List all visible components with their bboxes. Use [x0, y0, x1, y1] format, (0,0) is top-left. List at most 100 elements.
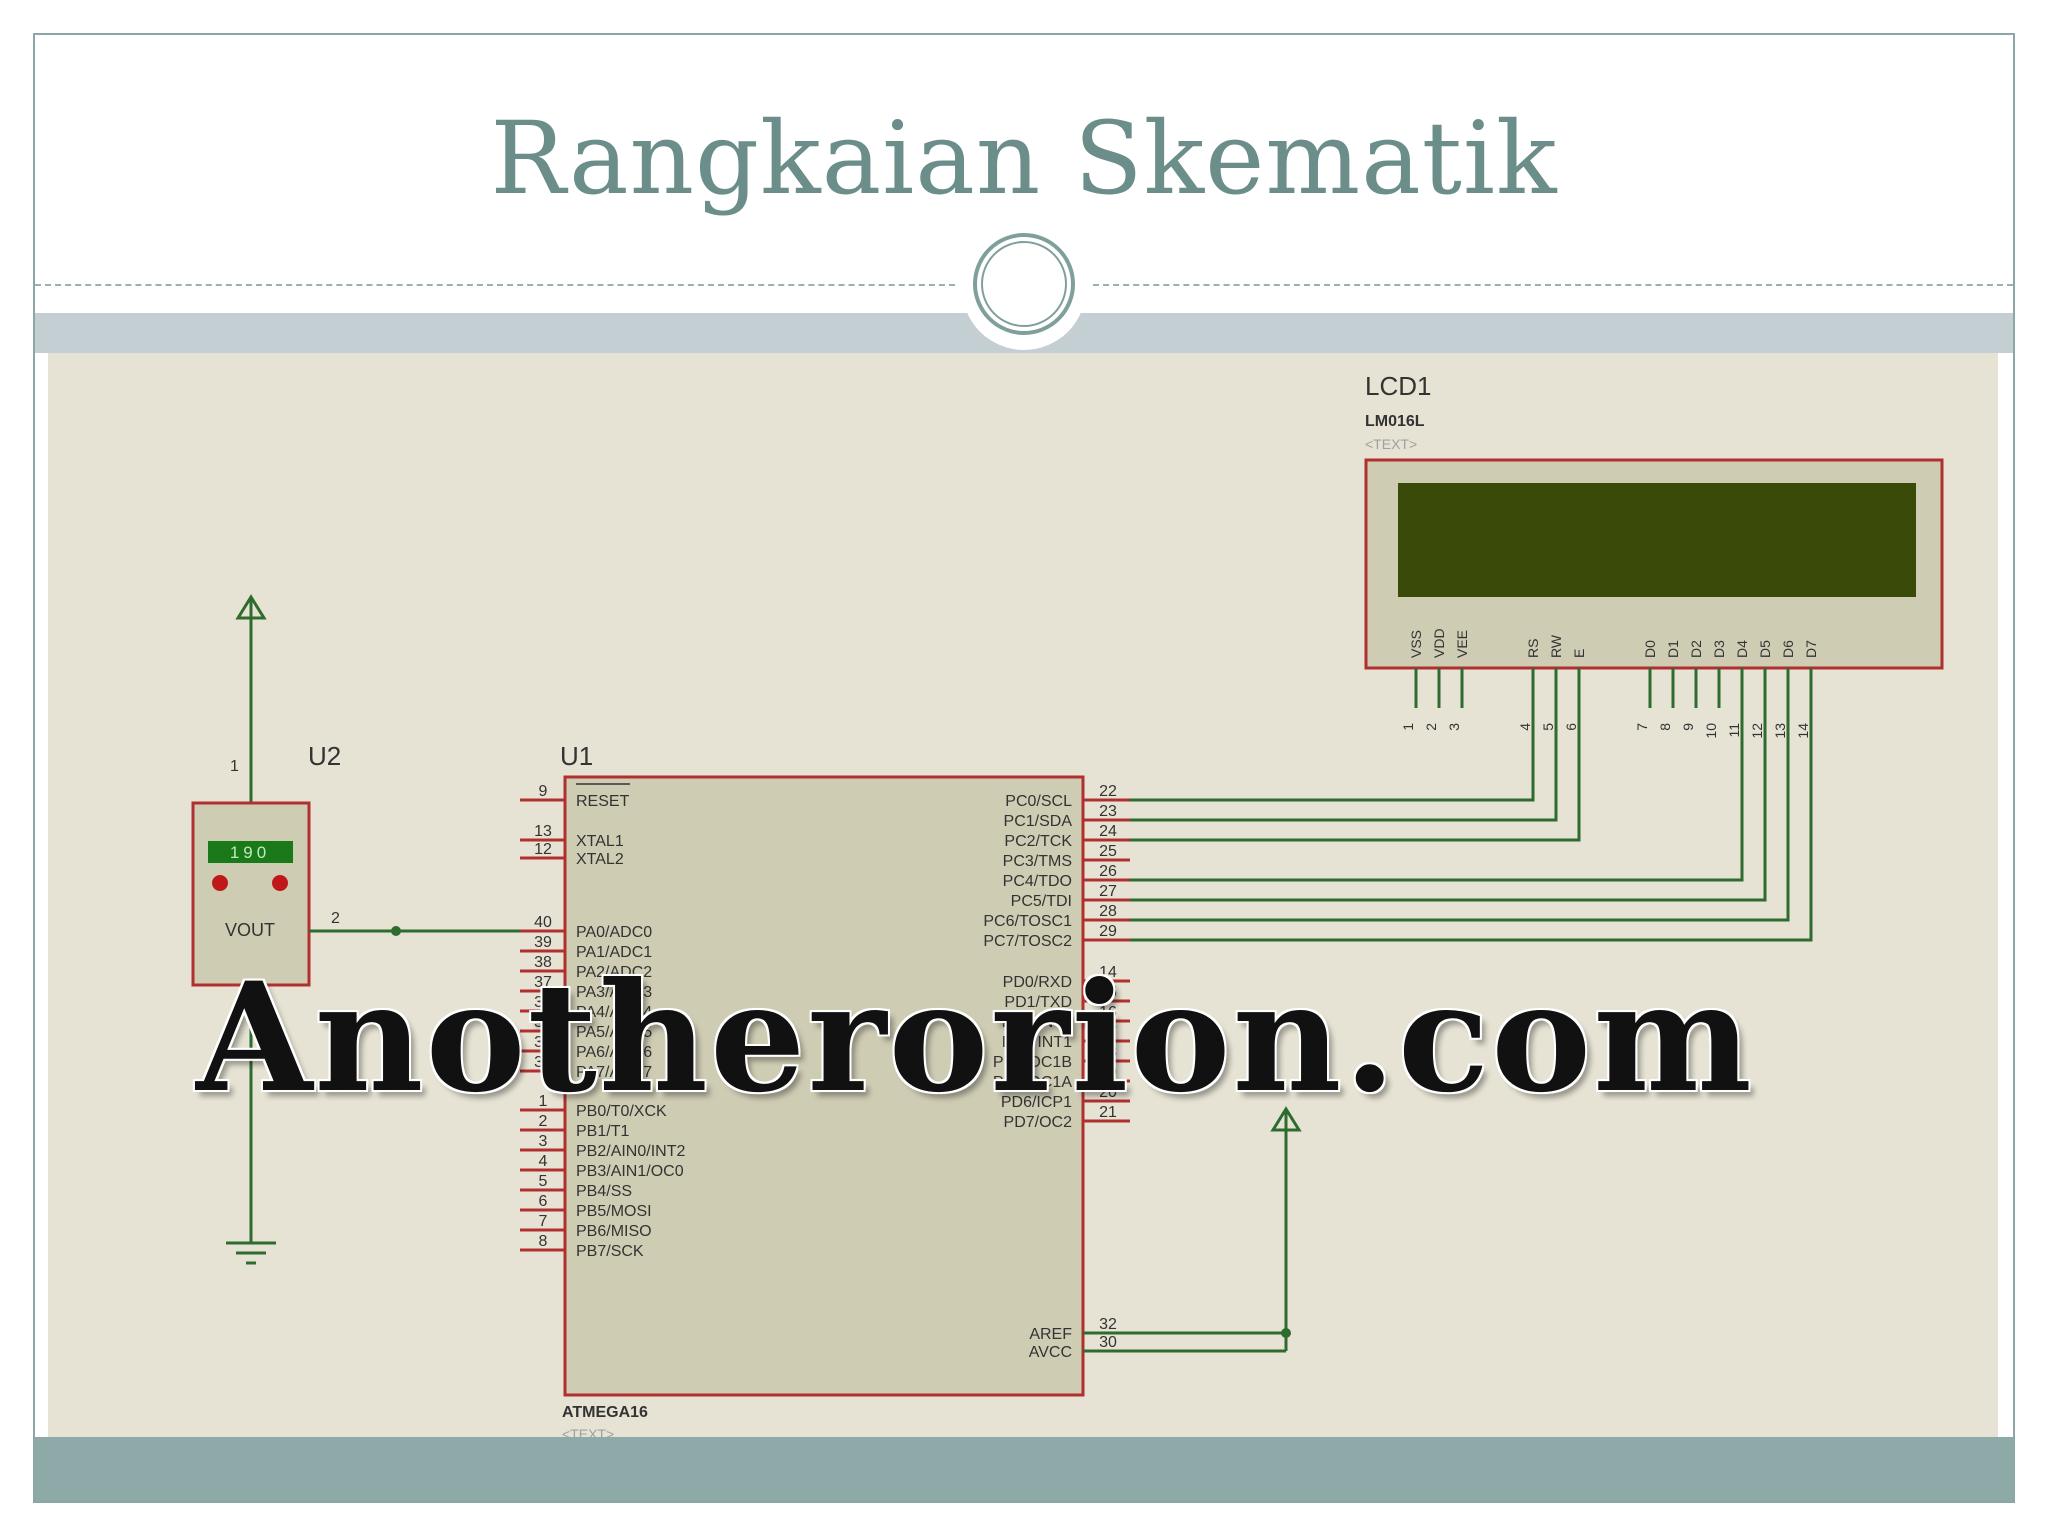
lcd-connection-wire [1130, 708, 1535, 802]
sensor-button-right [272, 875, 288, 891]
mcu-right-pin-number: 29 [1099, 923, 1117, 940]
junction-dot [391, 926, 401, 936]
mcu-left-pin-name: PA6/ADC6 [576, 1044, 652, 1061]
mcu-right-pin-name: PC4/TDO [1003, 873, 1072, 890]
mcu-left-pin-number: 4 [539, 1153, 548, 1170]
mcu-left-pin-name: XTAL1 [576, 833, 624, 850]
lcd-pin-number: 10 [1703, 723, 1719, 739]
mcu-left-pin-name: PB7/SCK [576, 1243, 644, 1260]
mcu-right-pin-name: PD1/TXD [1004, 994, 1072, 1011]
lcd-pin-number: 2 [1423, 723, 1439, 731]
lcd-pin-number: 7 [1634, 723, 1650, 731]
lcd-pin-number: 9 [1680, 723, 1696, 731]
mcu-ref-label: U1 [560, 741, 593, 771]
lcd-pin-number: 8 [1657, 723, 1673, 731]
mcu-right-pin-name: PD3/INT1 [1002, 1034, 1072, 1051]
mcu-right-pin-name: PC1/SDA [1004, 813, 1073, 830]
mcu-right-pin-number: 27 [1099, 883, 1117, 900]
mcu-right-pin-number: 25 [1099, 843, 1117, 860]
mcu-right-pin-number: 23 [1099, 803, 1117, 820]
lcd-text-field: <TEXT> [1365, 436, 1417, 452]
lcd-pin-number: 13 [1772, 723, 1788, 739]
mcu-left-pin-number: 12 [534, 841, 552, 858]
lcd-pin-name: D7 [1803, 640, 1819, 658]
mcu-right-pins: 22PC0/SCL23PC1/SDA24PC2/TCK25PC3/TMS26PC… [983, 783, 1130, 1361]
mcu-left-pin-number: 5 [539, 1173, 548, 1190]
mcu-right-pin-name: PC0/SCL [1005, 793, 1072, 810]
mcu-right-pin-number: 19 [1099, 1064, 1117, 1081]
lcd-pin-name: RW [1548, 634, 1564, 658]
lcd-pin-name: D5 [1757, 640, 1773, 658]
lcd-connection-wire [1130, 708, 1813, 942]
mcu-right-pin-number: 24 [1099, 823, 1117, 840]
mcu-right-pin-number: 28 [1099, 903, 1117, 920]
mcu-right-pin-name: PD6/ICP1 [1001, 1094, 1072, 1111]
mcu-part-label: ATMEGA16 [562, 1404, 648, 1421]
mcu-left-pin-number: 7 [539, 1213, 548, 1230]
lcd-pin-name: VDD [1431, 628, 1447, 658]
lcd-connection-wire [1130, 708, 1767, 902]
sensor-pin-1-label: 1 [230, 758, 239, 775]
mcu-left-pin-name: PA2/ADC2 [576, 964, 652, 981]
mcu-left-pin-number: 9 [539, 783, 548, 800]
mcu-right-pin-name: PD7/OC2 [1004, 1114, 1073, 1131]
sensor-output-label: VOUT [225, 920, 275, 940]
mcu-right-pin-name: PC6/TOSC1 [983, 913, 1072, 930]
mcu-left-pin-number: 2 [539, 1113, 548, 1130]
mcu-left-pin-number: 8 [539, 1233, 548, 1250]
mcu-right-pin-name: PD2/INT0 [1002, 1014, 1072, 1031]
sensor-ref-label: U2 [308, 741, 341, 771]
mcu-left-pin-name: PA1/ADC1 [576, 944, 652, 961]
mcu-right-pin-number: 21 [1099, 1104, 1117, 1121]
mcu-left-pin-number: 1 [539, 1093, 548, 1110]
mcu-left-pin-name: XTAL2 [576, 851, 624, 868]
slide-title: Rangkaian Skematik [490, 100, 1558, 217]
mcu-left-pin-name: PB3/AIN1/OC0 [576, 1163, 684, 1180]
lcd-pin-number: 1 [1400, 723, 1416, 731]
mcu-right-pin-number: 14 [1099, 964, 1117, 981]
lcd-connection-wire [1130, 708, 1581, 842]
mcu-right-pin-name: AREF [1029, 1326, 1072, 1343]
mcu-left-pin-number: 33 [534, 1054, 552, 1071]
sensor-body [191, 801, 311, 987]
mcu-left-pin-name: PB6/MISO [576, 1223, 652, 1240]
title-divider-left [35, 284, 955, 286]
footer-band [35, 1437, 2013, 1501]
mcu-right-pin-number: 20 [1099, 1084, 1117, 1101]
lcd-connection-wire [1130, 708, 1790, 922]
lcd-pin-number: 3 [1446, 723, 1462, 731]
mcu-right-pin-number: 26 [1099, 863, 1117, 880]
power-terminal-icon [235, 594, 267, 620]
mcu-left-pin-name: PA4/ADC4 [576, 1004, 652, 1021]
slide-frame [33, 33, 2015, 1503]
mcu-left-pin-number: 40 [534, 914, 552, 931]
lcd-pin-number: 12 [1749, 723, 1765, 739]
sensor-pin-3-label: 3 [264, 1005, 273, 1022]
mcu-left-pin-number: 34 [534, 1034, 552, 1051]
mcu-right-pin-number: 30 [1099, 1334, 1117, 1351]
lcd-pin-name: E [1571, 649, 1587, 658]
mcu-right-pin-name: PD0/RXD [1003, 974, 1072, 991]
ground-icon [226, 1241, 276, 1265]
mcu-right-pin-name: PC2/TCK [1004, 833, 1072, 850]
watermark-text: Anotherorion.com [196, 950, 1754, 1126]
sensor-button-left [212, 875, 228, 891]
schematic-diagram: LCD1 LM016L <TEXT> VSS1VDD2VEE3RS4RW5E6D… [48, 353, 1998, 1437]
circle-ornament-inner-ring [981, 241, 1067, 327]
sensor-pin-2-label: 2 [331, 910, 340, 927]
aref-avcc-wires [1083, 1109, 1291, 1353]
lcd-connection-wire [1130, 708, 1744, 882]
lcd-pin-number: 5 [1540, 723, 1556, 731]
mcu-left-pin-name: PB5/MOSI [576, 1203, 652, 1220]
lcd-pin-name: VEE [1454, 630, 1470, 658]
mcu-left-pin-number: 36 [534, 994, 552, 1011]
mcu-left-pin-name: PA3/ADC3 [576, 984, 652, 1001]
circle-ornament-ring [973, 233, 1075, 335]
lcd-pin-number: 6 [1563, 723, 1579, 731]
lcd-pin-name: D2 [1688, 640, 1704, 658]
avcc-power-terminal-icon [1270, 1106, 1302, 1132]
lcd-pin-name: RS [1525, 639, 1541, 658]
mcu-right-pin-number: 16 [1099, 1004, 1117, 1021]
mcu-left-pin-number: 3 [539, 1133, 548, 1150]
mcu-left-pin-number: 6 [539, 1193, 548, 1210]
